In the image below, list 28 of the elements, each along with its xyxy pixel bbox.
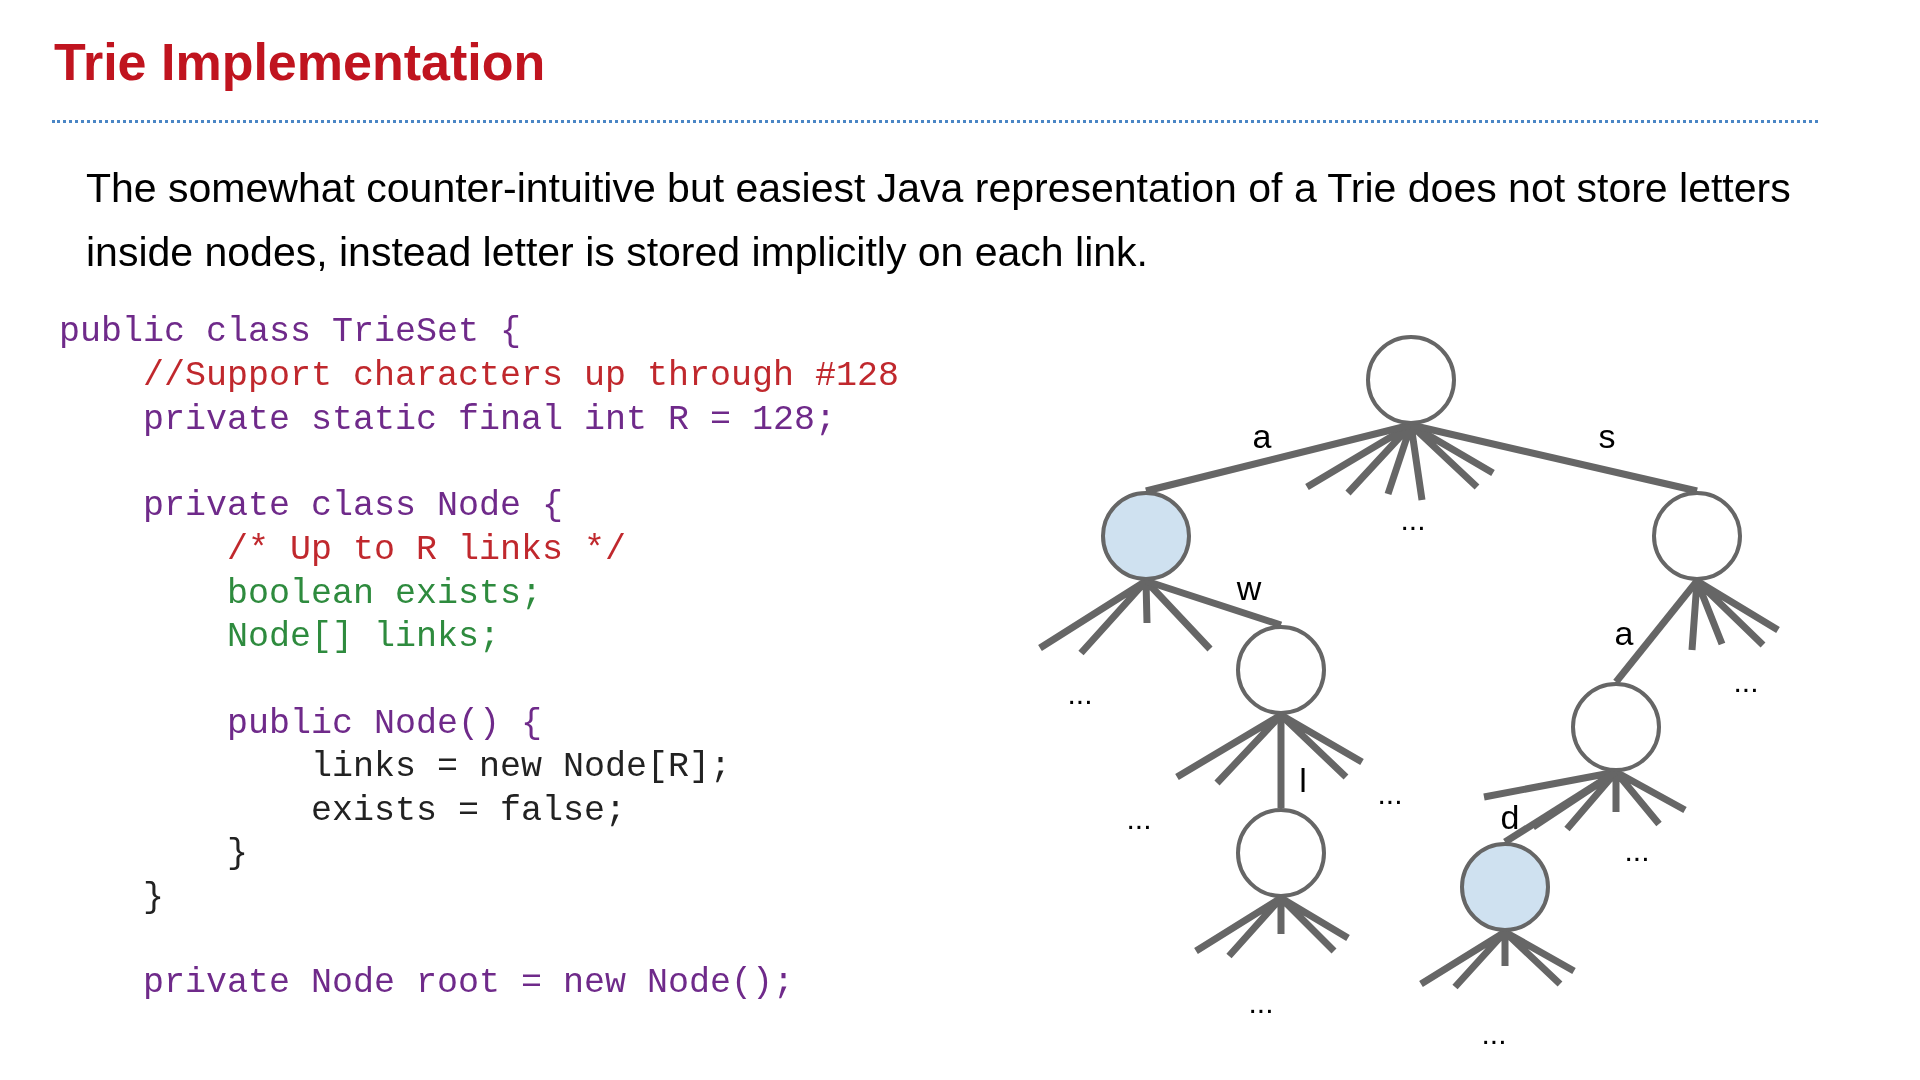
code-line: private static final int R = 128;	[143, 403, 837, 438]
code-line: public Node() {	[227, 707, 543, 742]
edge-label: a	[1252, 419, 1272, 453]
ellipsis-label: ...	[1481, 1019, 1507, 1049]
code-line: }	[143, 881, 164, 916]
ellipsis-label: ...	[1733, 667, 1759, 697]
code-line: }	[227, 837, 248, 872]
edge-label: a	[1614, 616, 1634, 650]
code-line: Node[] links;	[227, 620, 501, 655]
code-line: /* Up to R links */	[227, 533, 627, 568]
edge-label: w	[1236, 571, 1262, 605]
code-line: boolean exists;	[227, 577, 543, 612]
edge-label: l	[1299, 763, 1307, 797]
code-line: links = new Node[R];	[311, 750, 732, 785]
edge-label: s	[1598, 419, 1616, 453]
code-line: private class Node {	[143, 489, 564, 524]
edge-label: d	[1500, 800, 1520, 834]
ellipsis-label: ...	[1624, 836, 1650, 866]
ellipsis-label: ...	[1377, 779, 1403, 809]
ellipsis-label: ...	[1126, 804, 1152, 834]
ellipsis-label: ...	[1248, 988, 1274, 1018]
code-line: //Support characters up through #128	[143, 359, 900, 394]
ellipsis-label: ...	[1067, 679, 1093, 709]
ellipsis-label: ...	[1400, 505, 1426, 535]
description-paragraph: The somewhat counter-intuitive but easiest Java representation of a Trie does not store letters inside nodes, instead letter is stored implicitly on each link.	[86, 164, 1792, 277]
code-line: exists = false;	[311, 794, 627, 829]
code-line: public class TrieSet {	[59, 315, 522, 350]
code-line: private Node root = new Node();	[143, 966, 795, 1001]
